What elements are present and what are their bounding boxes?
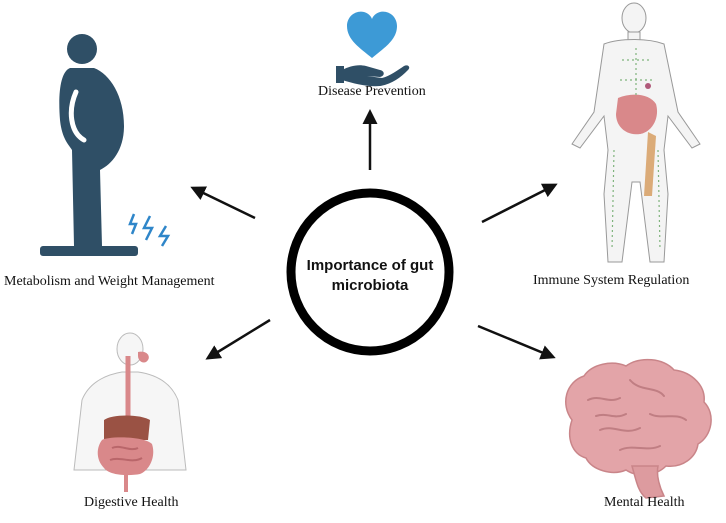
human-immune-system-icon [571, 2, 701, 263]
label-mental: Mental Health [604, 495, 685, 510]
arrow-to-digestive [205, 318, 271, 360]
center-title: Importance of gut microbiota [290, 256, 450, 296]
label-disease-prevention: Disease Prevention [318, 84, 426, 99]
center-circle [286, 188, 454, 356]
label-immune: Immune System Regulation [533, 273, 690, 288]
center-title-line1: Importance of gut [306, 257, 434, 274]
heart-in-hand-icon [336, 11, 410, 87]
arrow-to-metabolism [190, 186, 256, 220]
arrow-to-mental [477, 324, 556, 360]
digestive-tract-icon [73, 332, 187, 492]
label-digestive: Digestive Health [84, 495, 179, 510]
person-on-scale-icon [40, 34, 171, 256]
arrow-to-immune [481, 183, 558, 224]
brain-icon [565, 358, 712, 499]
center-title-line2: microbiota [331, 277, 409, 294]
label-metabolism: Metabolism and Weight Management [4, 274, 215, 289]
